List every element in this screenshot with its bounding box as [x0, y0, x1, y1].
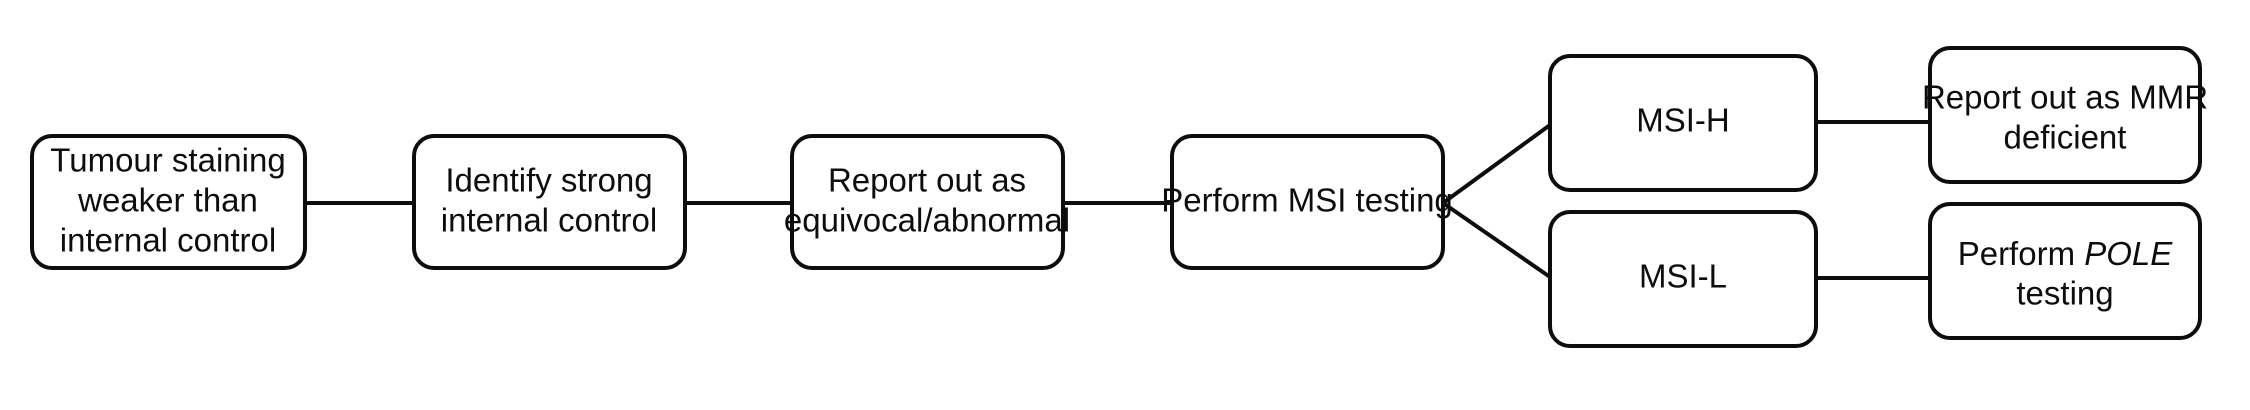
- node-label-line-pole: Perform POLE: [1958, 235, 2174, 272]
- node-label-line: weaker than: [77, 182, 258, 219]
- node-label-line: internal control: [60, 222, 276, 259]
- node-label-line: testing: [2016, 275, 2113, 312]
- node-box: [790, 134, 1065, 270]
- connector-msi-testing-to-msi-l: [1441, 201, 1552, 279]
- connector-msi-testing-to-msi-h: [1441, 123, 1552, 205]
- node-perform-pole-testing[interactable]: Perform POLE testing: [1928, 202, 2202, 340]
- node-label-line: equivocal/abnormal: [784, 202, 1070, 239]
- node-msi-h[interactable]: MSI-H: [1548, 54, 1818, 192]
- node-label-line: MSI-H: [1636, 102, 1730, 139]
- node-label-line: Perform MSI testing: [1161, 182, 1453, 219]
- node-label-line: Identify strong: [445, 162, 652, 199]
- node-perform-msi-testing[interactable]: Perform MSI testing: [1161, 134, 1453, 270]
- node-box: [1548, 54, 1818, 192]
- node-msi-l[interactable]: MSI-L: [1548, 210, 1818, 348]
- node-box: [1928, 202, 2202, 340]
- node-report-out-equivocal-abnormal[interactable]: Report out as equivocal/abnormal: [784, 134, 1070, 270]
- node-report-out-mmr-deficient[interactable]: Report out as MMR deficient: [1922, 46, 2208, 184]
- node-box: [30, 134, 307, 270]
- node-box: [1928, 46, 2202, 184]
- node-label-line: Report out as: [828, 162, 1026, 199]
- node-label-line: Report out as MMR: [1922, 79, 2208, 116]
- node-box: [1170, 134, 1445, 270]
- node-label-line: Tumour staining: [50, 142, 285, 179]
- node-label-line: internal control: [441, 202, 657, 239]
- node-box: [412, 134, 687, 270]
- node-identify-strong-internal-control[interactable]: Identify strong internal control: [412, 134, 687, 270]
- node-tumour-staining-weaker[interactable]: Tumour staining weaker than internal con…: [30, 134, 307, 270]
- node-box: [1548, 210, 1818, 348]
- node-label-line: MSI-L: [1639, 258, 1727, 295]
- node-label-line: deficient: [2004, 119, 2127, 156]
